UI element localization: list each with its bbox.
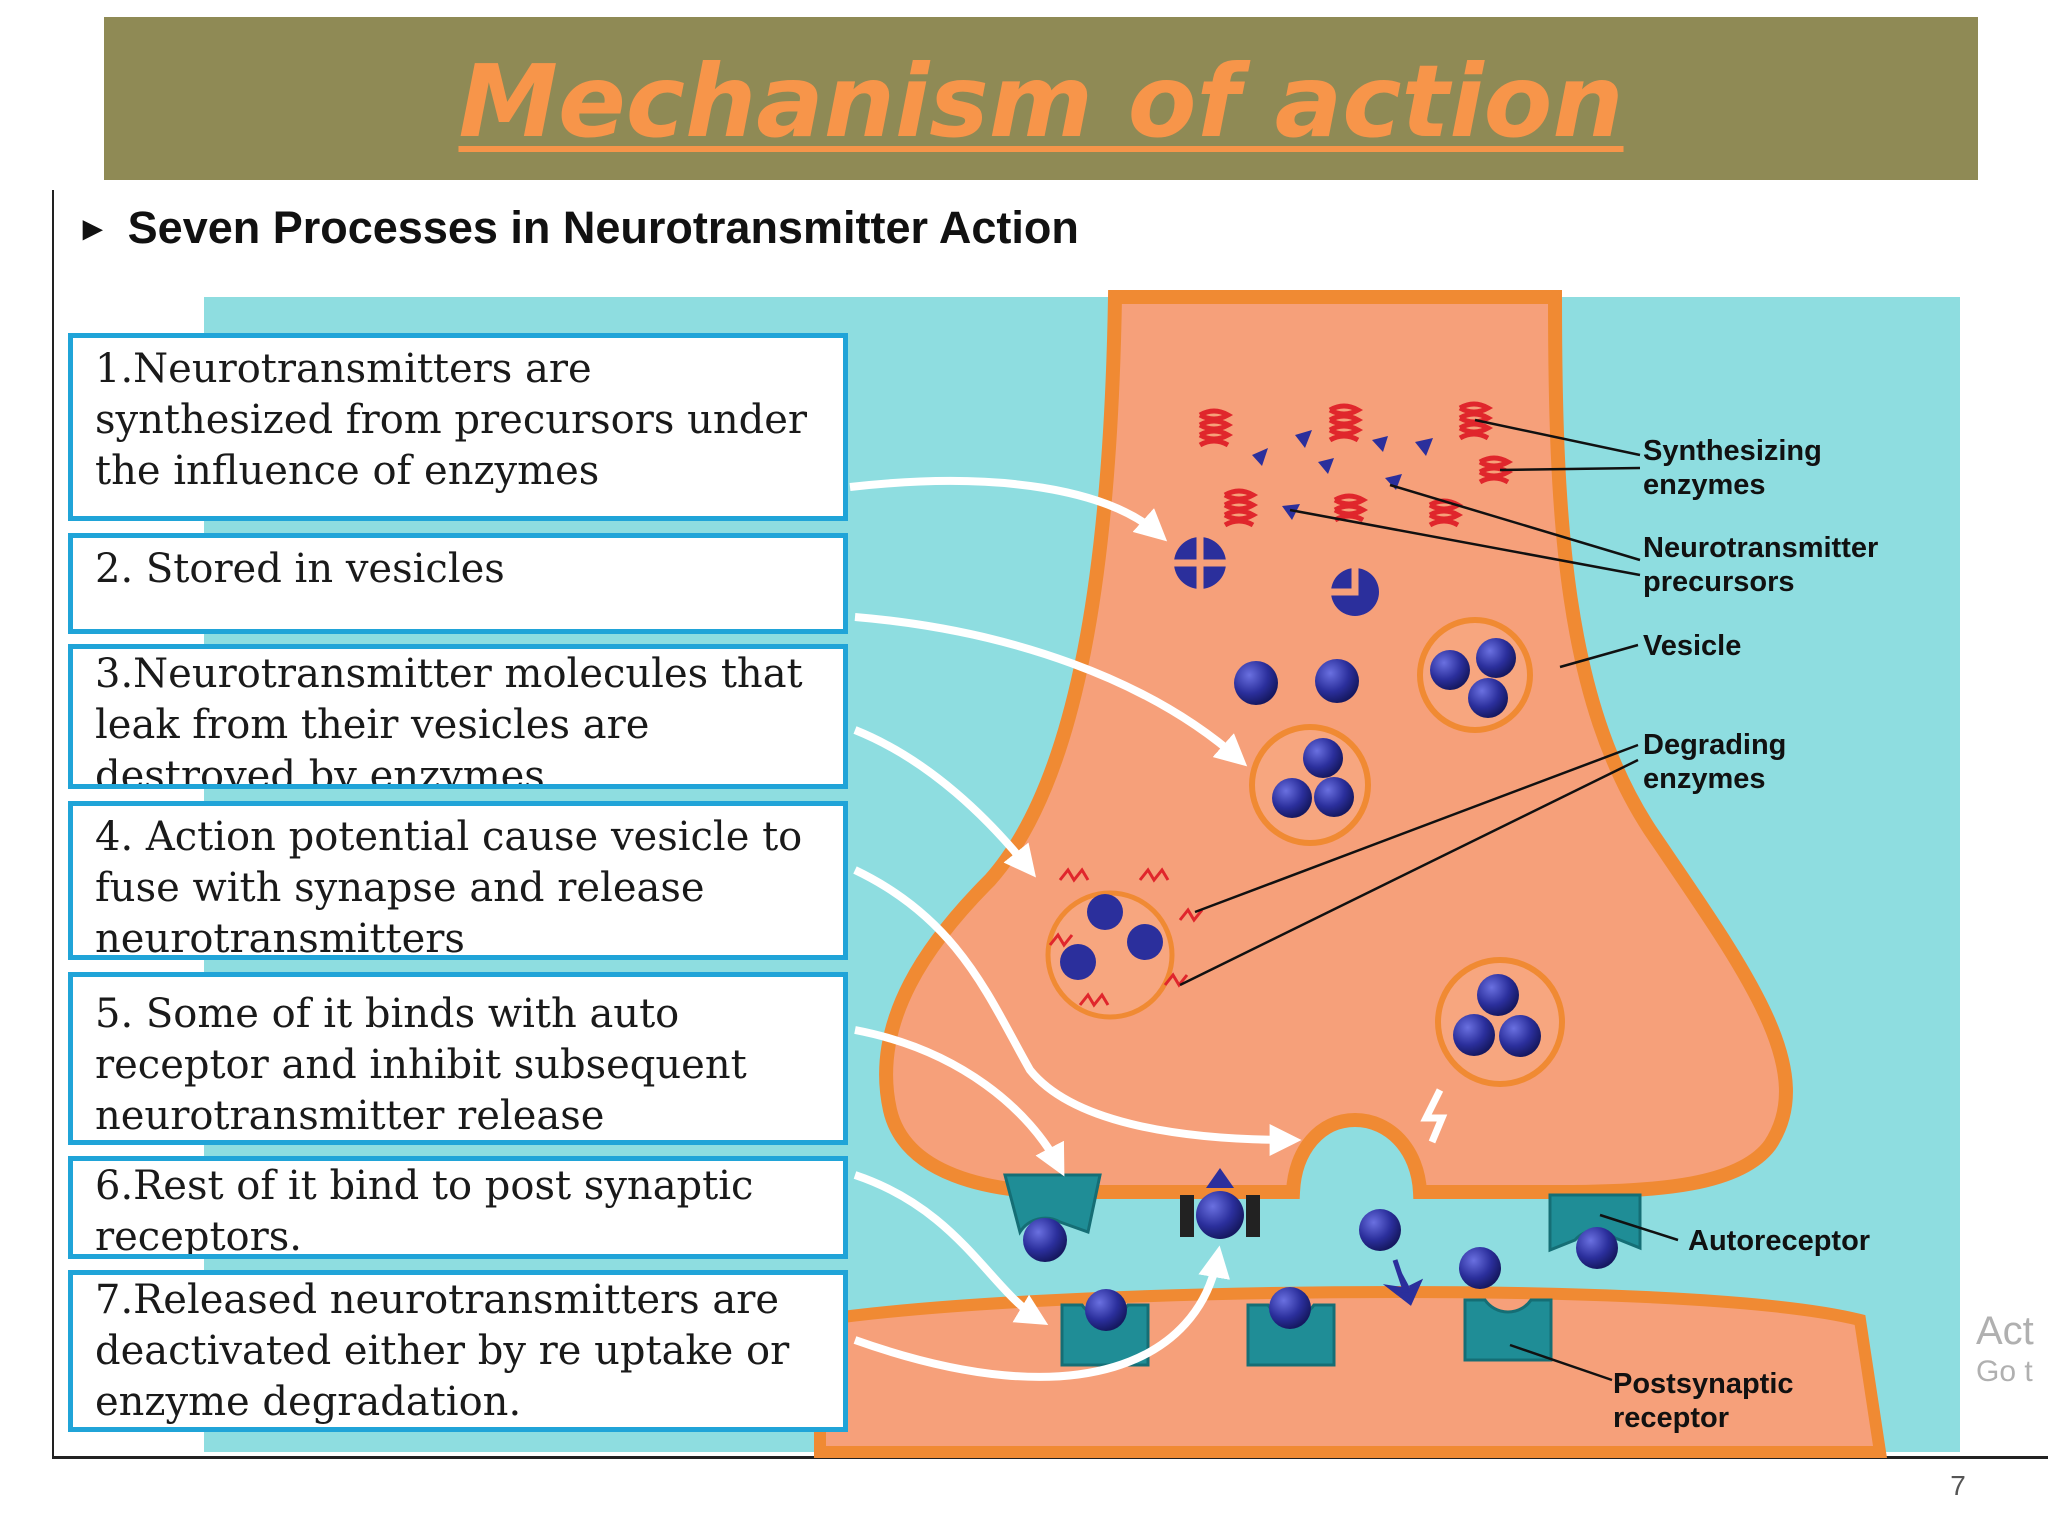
release-arrow-icon xyxy=(1420,1088,1448,1144)
cleft-neurotransmitters xyxy=(1359,1209,1501,1289)
label-postsynaptic-line2: receptor xyxy=(1613,1402,1729,1434)
label-precursors-line2: precursors xyxy=(1643,566,1795,598)
step-text-6: 6.Rest of it bind to post synaptic recep… xyxy=(95,1163,754,1259)
leader-lines xyxy=(1179,418,1679,1382)
vesicle xyxy=(1435,957,1565,1087)
figure-subtitle: ► Seven Processes in Neurotransmitter Act… xyxy=(76,200,1079,256)
slide-number: 7 xyxy=(1950,1470,1966,1501)
vesicle xyxy=(1249,724,1371,846)
postsynaptic-receptor xyxy=(1246,1287,1336,1367)
step-box-5: 5. Some of it binds with auto receptor a… xyxy=(68,972,848,1145)
autoreceptor xyxy=(1003,1173,1102,1262)
forming-vesicles xyxy=(1174,537,1379,616)
postsynaptic-receptor xyxy=(1463,1298,1553,1362)
neurotransmitter-precursors xyxy=(1252,430,1433,520)
vesicle xyxy=(1417,617,1533,733)
free-neurotransmitters xyxy=(1234,659,1359,705)
label-vesicle: Vesicle xyxy=(1643,630,1741,662)
title-bar: Mechanism of action xyxy=(104,17,1978,180)
activation-watermark: Act Go t xyxy=(1976,1308,2048,1390)
step-text-1: 1.Neurotransmitters are synthesized from… xyxy=(95,346,808,494)
label-postsynaptic-line1: Postsynaptic xyxy=(1613,1368,1794,1400)
step-box-1: 1.Neurotransmitters are synthesized from… xyxy=(68,333,848,521)
label-degrading-line2: enzymes xyxy=(1643,763,1766,795)
step-box-2: 2. Stored in vesicles xyxy=(68,533,848,634)
label-precursors-line1: Neurotransmitter xyxy=(1643,532,1878,564)
label-synthesizing-line1: Synthesizing xyxy=(1643,435,1822,467)
label-synthesizing-line2: enzymes xyxy=(1643,469,1766,501)
postsynaptic-receptor xyxy=(1060,1289,1150,1367)
ion-channel xyxy=(1180,1168,1260,1239)
degrading-vesicle xyxy=(1045,867,1204,1020)
slide-title: Mechanism of action xyxy=(458,43,1624,160)
step-text-2: 2. Stored in vesicles xyxy=(95,546,505,592)
process-arrows xyxy=(849,477,1302,1381)
watermark-line2: Go t xyxy=(1976,1355,2033,1388)
autoreceptor xyxy=(1548,1193,1642,1269)
watermark-line1: Act xyxy=(1976,1309,2034,1353)
step-text-7: 7.Released neurotransmitters are deactiv… xyxy=(95,1277,790,1425)
figure-subtitle-text: Seven Processes in Neurotransmitter Acti… xyxy=(127,202,1079,253)
synthesizing-enzymes xyxy=(1198,401,1514,528)
step-text-5: 5. Some of it binds with auto receptor a… xyxy=(95,991,747,1139)
step-box-3: 3.Neurotransmitter molecules that leak f… xyxy=(68,644,848,789)
label-autoreceptor: Autoreceptor xyxy=(1688,1225,1870,1257)
step-box-6: 6.Rest of it bind to post synaptic recep… xyxy=(68,1156,848,1259)
label-degrading-line1: Degrading xyxy=(1643,729,1786,761)
step-text-3: 3.Neurotransmitter molecules that leak f… xyxy=(95,651,803,789)
reuptake-arrow-icon xyxy=(1382,1259,1424,1306)
step-box-4: 4. Action potential cause vesicle to fus… xyxy=(68,801,848,960)
step-text-4: 4. Action potential cause vesicle to fus… xyxy=(95,814,803,960)
step-box-7: 7.Released neurotransmitters are deactiv… xyxy=(68,1270,848,1432)
play-triangle-icon: ► xyxy=(76,210,110,248)
